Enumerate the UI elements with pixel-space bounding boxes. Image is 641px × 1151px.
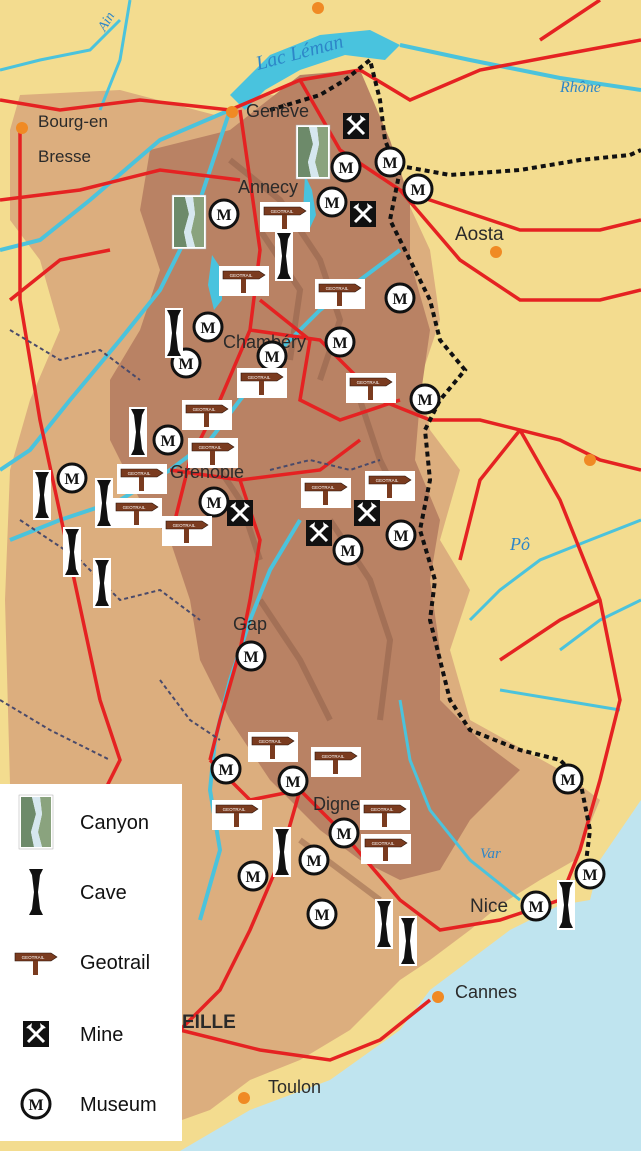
label-aosta: Aosta [455,224,504,245]
museum-marker [256,340,288,372]
geotrail-marker [181,399,233,431]
label-marseille: EILLE [182,1012,236,1033]
canyon-marker [171,194,207,250]
museum-marker [552,763,584,795]
museum-marker [277,765,309,797]
museum-marker [332,534,364,566]
label-bourg: Bourg-en [38,112,108,131]
cave-marker [275,231,293,281]
geotrail-marker [364,470,416,502]
river-po [468,518,641,712]
cave-marker [93,558,111,608]
museum-marker [384,282,416,314]
geotrail-marker [360,833,412,865]
museum-marker [192,311,224,343]
mine-marker [225,498,255,528]
museum-marker [574,858,606,890]
museum-icon [20,1088,52,1120]
lake-bourget [208,255,222,310]
museum-marker [152,424,184,456]
label-po: Pô [509,534,530,554]
geotrail-marker [111,497,163,529]
label-digne: Digne [313,794,360,814]
city-dots [16,2,596,1104]
geotrail-marker [116,463,168,495]
river-rhone [0,43,641,472]
label-chambery: Chambéry [223,332,306,352]
geotrail-marker [300,477,352,509]
label-var: Var [480,846,501,862]
legend-item-cave: Cave [0,862,182,922]
cave-marker [557,880,575,930]
geotrail-marker [359,799,411,831]
canyon-icon [18,794,54,850]
geotrail-icon [10,947,62,979]
cave-marker [63,527,81,577]
museum-marker [235,640,267,672]
canyon-marker [295,124,331,180]
legend-label: Museum [80,1094,157,1116]
legend-label: Mine [80,1024,124,1046]
geotrail-marker [161,515,213,547]
label-gap: Gap [233,614,267,634]
geotrail-marker [345,372,397,404]
cave-marker [165,308,183,358]
geotrail-marker [187,437,239,469]
department-borders [0,329,381,761]
legend-item-canyon: Canyon [0,792,182,852]
legend-label: Cave [80,882,127,904]
museum-marker [385,519,417,551]
museum-marker [520,890,552,922]
label-geneve: Genève [246,101,309,121]
legend: Canyon Cave Geotrail Mine Museum [0,784,182,1141]
museum-marker [298,844,330,876]
cave-marker [129,407,147,457]
geotrail-marker [259,201,311,233]
museum-marker [374,146,406,178]
label-toulon: Toulon [268,1077,321,1097]
cave-marker [375,899,393,949]
mine-icon [21,1019,51,1049]
lake-leman [230,30,400,110]
museum-marker [330,151,362,183]
river-north [0,0,132,111]
label-annecy: Annecy [238,177,298,197]
geotrail-marker [247,731,299,763]
legend-item-geotrail: Geotrail [0,932,182,992]
cave-marker [95,478,113,528]
geotrail-marker [211,799,263,831]
museum-marker [306,898,338,930]
museum-marker [328,817,360,849]
legend-item-museum: Museum [0,1074,182,1134]
cave-marker [33,470,51,520]
cave-icon [27,867,45,917]
geotrail-marker [314,278,366,310]
museum-marker [210,753,242,785]
museum-marker [198,486,230,518]
label-bresse: Bresse [38,147,91,166]
river-var [398,699,521,902]
geotrail-marker [236,367,288,399]
mine-marker [352,498,382,528]
cave-marker [399,916,417,966]
geotrail-marker [218,265,270,297]
legend-item-mine: Mine [0,1004,182,1064]
museum-marker [56,462,88,494]
mine-marker [348,199,378,229]
legend-label: Canyon [80,812,149,834]
museum-marker [402,173,434,205]
label-rhone: Rhône [559,79,601,96]
cave-marker [273,827,291,877]
museum-marker [237,860,269,892]
geotrail-marker [310,746,362,778]
mine-marker [304,518,334,548]
museum-marker [409,383,441,415]
museum-marker [208,198,240,230]
label-nice: Nice [470,896,508,917]
mine-marker [341,111,371,141]
museum-marker [316,186,348,218]
legend-label: Geotrail [80,952,151,974]
label-cannes: Cannes [455,982,517,1002]
museum-marker [324,326,356,358]
